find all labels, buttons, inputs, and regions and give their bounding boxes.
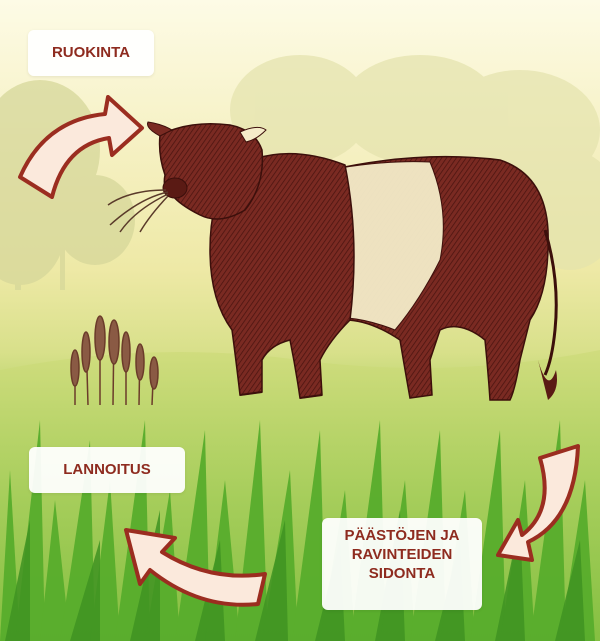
label-emissions-sequestration: PÄÄSTÖJEN JA RAVINTEIDEN SIDONTA xyxy=(322,518,482,610)
curved-arrow-icon xyxy=(20,97,142,197)
curved-arrow-icon xyxy=(498,446,578,560)
label-emissions-line-1: PÄÄSTÖJEN JA xyxy=(322,526,482,545)
curved-arrow-icon xyxy=(126,530,265,605)
label-fertilization: LANNOITUS xyxy=(29,447,185,493)
label-feeding: RUOKINTA xyxy=(28,30,154,76)
label-emissions-line-3: SIDONTA xyxy=(322,564,482,583)
label-emissions-line-2: RAVINTEIDEN xyxy=(322,545,482,564)
